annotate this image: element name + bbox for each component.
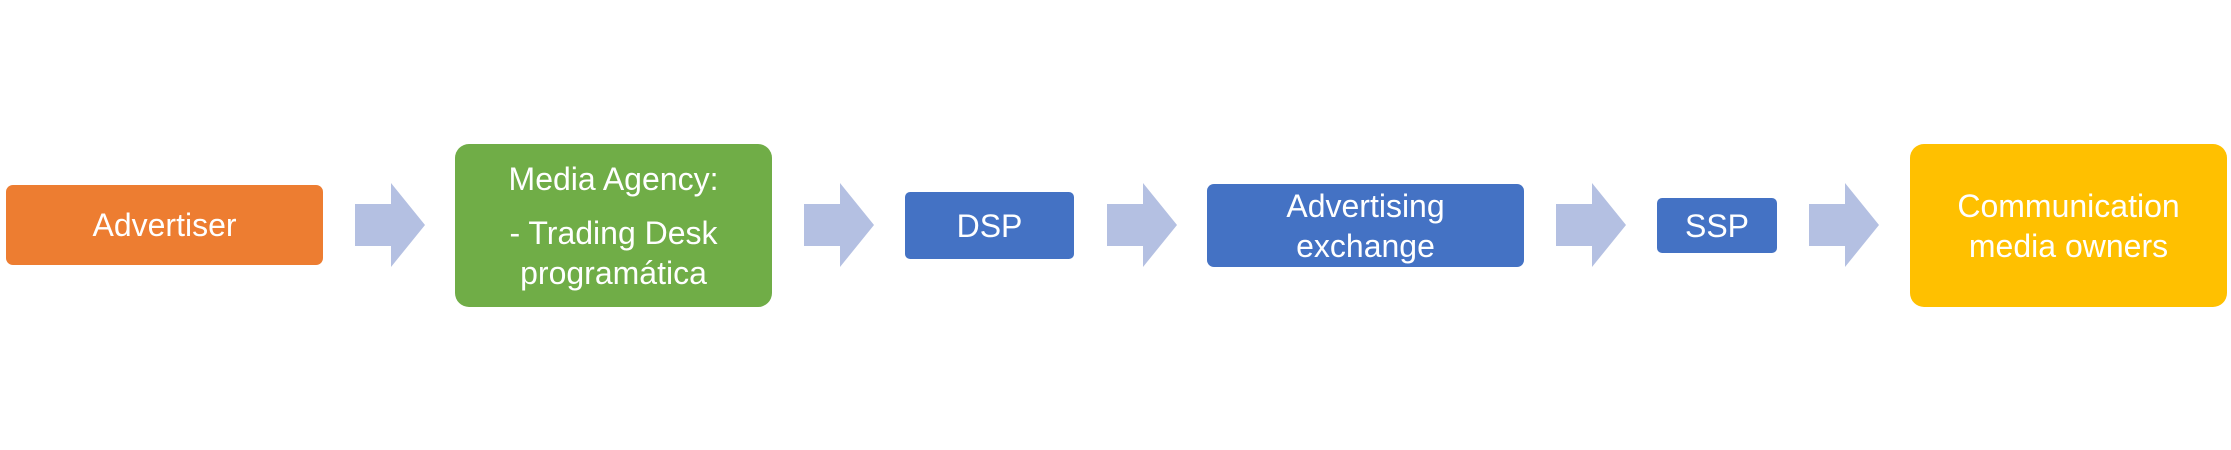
media-agency-box: Media Agency: - Trading Desk programátic… [455, 144, 772, 307]
media-owners-line-2: media owners [1968, 227, 2169, 264]
media-agency-line-1: - Trading Desk [509, 214, 718, 251]
media-agency-line-2: programática [520, 254, 707, 291]
flow-arrow-icon [1809, 183, 1879, 267]
media-owners-line-1: Communication [1957, 187, 2180, 224]
advertising-exchange-box: Advertising exchange [1207, 184, 1524, 267]
dsp-box: DSP [905, 192, 1074, 259]
dsp-label: DSP [956, 207, 1023, 244]
ssp-label: SSP [1684, 207, 1750, 244]
ssp-box: SSP [1657, 198, 1777, 253]
advertiser-box: Advertiser [6, 185, 323, 265]
advertising-exchange-line-1: Advertising [1286, 187, 1445, 224]
media-agency-heading: Media Agency: [508, 160, 719, 197]
flow-arrow-icon [1556, 183, 1626, 267]
advertiser-label: Advertiser [92, 207, 237, 243]
communication-media-owners-box: Communication media owners [1910, 144, 2227, 307]
flow-arrow-icon [804, 183, 874, 267]
flow-arrow-icon [355, 183, 425, 267]
advertising-exchange-line-2: exchange [1296, 227, 1435, 264]
flow-arrow-icon [1107, 183, 1177, 267]
